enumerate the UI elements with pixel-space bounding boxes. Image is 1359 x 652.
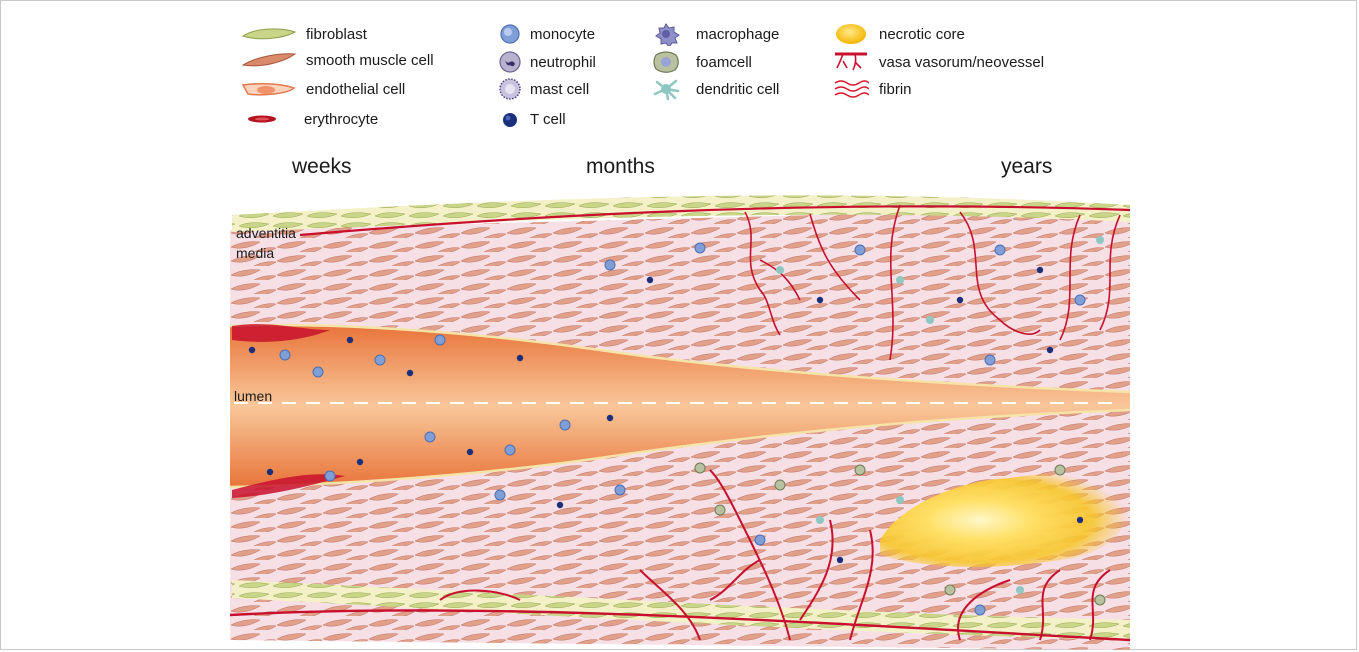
dendritic-cell [896, 276, 904, 284]
foamcell [945, 585, 955, 595]
monocyte [313, 367, 323, 377]
t-cell [347, 337, 353, 343]
t-cell [1047, 347, 1053, 353]
monocyte [560, 420, 570, 430]
dendritic-cell [776, 266, 784, 274]
t-cell [1077, 517, 1083, 523]
t-cell [607, 415, 613, 421]
t-cell [1037, 267, 1043, 273]
monocyte [755, 535, 765, 545]
t-cell [407, 370, 413, 376]
monocyte [1075, 295, 1085, 305]
monocyte [615, 485, 625, 495]
foamcell [855, 465, 865, 475]
monocyte [505, 445, 515, 455]
dendritic-cell [1016, 586, 1024, 594]
monocyte [375, 355, 385, 365]
foamcell [775, 480, 785, 490]
monocyte [495, 490, 505, 500]
monocyte [325, 471, 335, 481]
monocyte [280, 350, 290, 360]
t-cell [467, 449, 473, 455]
dendritic-cell [926, 316, 934, 324]
t-cell [249, 347, 255, 353]
layer-label-lumen: lumen [234, 388, 272, 404]
t-cell [837, 557, 843, 563]
monocyte [855, 245, 865, 255]
t-cell [957, 297, 963, 303]
layer-label-adventitia: adventitia [236, 225, 296, 241]
foamcell [695, 463, 705, 473]
monocyte [985, 355, 995, 365]
layer-label-media: media [236, 245, 274, 261]
t-cell [647, 277, 653, 283]
t-cell [267, 469, 273, 475]
t-cell [557, 502, 563, 508]
monocyte [695, 243, 705, 253]
dendritic-cell [1096, 236, 1104, 244]
monocyte [995, 245, 1005, 255]
foamcell [1055, 465, 1065, 475]
monocyte [605, 260, 615, 270]
monocyte [975, 605, 985, 615]
dendritic-cell [816, 516, 824, 524]
t-cell [817, 297, 823, 303]
monocyte [435, 335, 445, 345]
foamcell [715, 505, 725, 515]
foamcell [1095, 595, 1105, 605]
monocyte [425, 432, 435, 442]
t-cell [517, 355, 523, 361]
t-cell [357, 459, 363, 465]
dendritic-cell [896, 496, 904, 504]
